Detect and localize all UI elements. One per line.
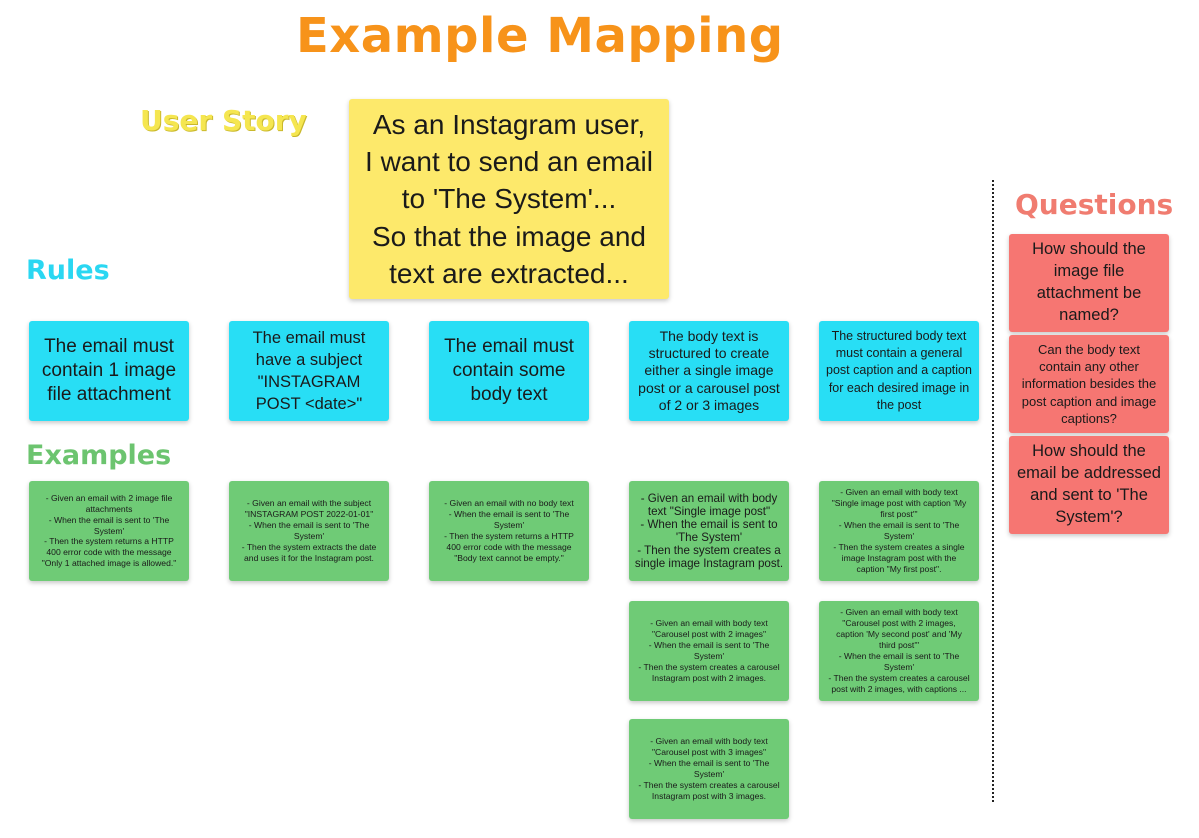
user-story-text: As an Instagram user, I want to send an … [365,108,653,289]
example-text: - Given an email with 2 image file attac… [41,492,177,569]
example-text: - Given an email with body text "Single … [831,487,967,574]
example-note-subject-date[interactable]: - Given an email with the subject "INSTA… [229,481,389,581]
rule-text: The email must contain some body text [444,336,574,405]
rule-text: The email must have a subject "INSTAGRAM… [252,328,366,414]
example-text: - Given an email with body text "Single … [634,492,784,570]
example-text: - Given an email with body text "Carouse… [638,618,780,683]
user-story-heading: User Story [140,104,307,137]
rule-note-attachment[interactable]: The email must contain 1 image file atta… [29,321,189,421]
rule-note-subject[interactable]: The email must have a subject "INSTAGRAM… [229,321,389,421]
example-text: - Given an email with the subject "INSTA… [241,498,377,563]
example-note-carousel-captions[interactable]: - Given an email with body text "Carouse… [819,601,979,701]
rule-text: The structured body text must contain a … [826,328,972,412]
question-text: How should the email be addressed and se… [1016,442,1161,526]
example-text: - Given an email with no body text - Whe… [444,498,574,563]
question-text: How should the image file attachment be … [1032,240,1146,324]
rule-note-body-text[interactable]: The email must contain some body text [429,321,589,421]
questions-divider [992,180,994,802]
example-note-carousel-2[interactable]: - Given an email with body text "Carouse… [629,601,789,701]
rule-note-captions[interactable]: The structured body text must contain a … [819,321,979,421]
rule-note-body-structure[interactable]: The body text is structured to create ei… [629,321,789,421]
rules-heading: Rules [26,255,110,286]
example-note-carousel-3[interactable]: - Given an email with body text "Carouse… [629,719,789,819]
example-note-single-caption[interactable]: - Given an email with body text "Single … [819,481,979,581]
question-note-addressing[interactable]: How should the email be addressed and se… [1009,436,1169,534]
question-text: Can the body text contain any other info… [1021,342,1157,426]
rule-text: The body text is structured to create ei… [638,328,780,413]
question-note-body-info[interactable]: Can the body text contain any other info… [1009,335,1169,433]
example-note-single-image[interactable]: - Given an email with body text "Single … [629,481,789,581]
examples-heading: Examples [26,440,172,471]
example-text: - Given an email with body text "Carouse… [828,607,970,694]
rule-text: The email must contain 1 image file atta… [41,336,177,405]
board-title: Example Mapping [296,8,784,64]
user-story-note[interactable]: As an Instagram user, I want to send an … [349,99,669,299]
example-note-no-body[interactable]: - Given an email with no body text - Whe… [429,481,589,581]
example-note-two-attachments[interactable]: - Given an email with 2 image file attac… [29,481,189,581]
question-note-attachment-naming[interactable]: How should the image file attachment be … [1009,234,1169,332]
example-text: - Given an email with body text "Carouse… [638,736,780,801]
questions-heading: Questions [1015,188,1174,221]
